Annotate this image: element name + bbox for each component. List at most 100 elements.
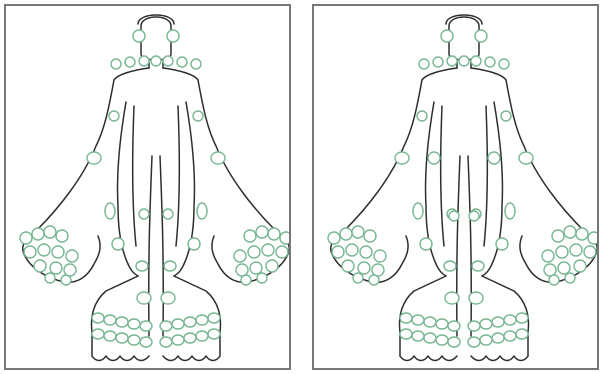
marker-circle <box>241 275 251 285</box>
marker-circle <box>211 152 225 164</box>
marker-circle <box>504 315 516 325</box>
marker-circle <box>499 59 509 69</box>
marker-circle <box>488 152 500 164</box>
marker-circle <box>250 262 262 274</box>
marker-circle <box>544 264 556 276</box>
marker-circle <box>417 111 427 121</box>
marker-circle <box>136 261 148 271</box>
marker-circle <box>475 30 487 42</box>
marker-circle <box>433 57 443 67</box>
marker-circle <box>358 262 370 274</box>
marker-circle <box>177 57 187 67</box>
marker-circle <box>472 261 484 271</box>
marker-circle <box>449 211 459 221</box>
marker-circle <box>112 238 124 250</box>
marker-circle <box>519 152 533 164</box>
marker-circle <box>184 317 196 327</box>
marker-circle <box>588 232 597 244</box>
marker-circle <box>92 313 104 323</box>
marker-circle <box>116 317 128 327</box>
outline-path-15 <box>163 356 220 361</box>
marker-circle <box>400 329 412 339</box>
marker-circle <box>342 260 354 272</box>
outline-path-5 <box>506 80 584 231</box>
marker-circle <box>64 264 76 276</box>
marker-circle <box>400 313 412 323</box>
marker-circle <box>151 56 161 66</box>
marker-circle <box>109 111 119 121</box>
marker-circle <box>445 292 459 304</box>
marker-circle <box>332 246 344 258</box>
outline-path-15 <box>471 356 528 361</box>
marker-circle <box>469 211 479 221</box>
marker-circle <box>372 264 384 276</box>
outline-path-9 <box>149 156 164 336</box>
marker-circle <box>139 56 149 66</box>
marker-circle <box>352 226 364 238</box>
marker-circle <box>248 246 260 258</box>
marker-circle <box>492 317 504 327</box>
marker-circle <box>125 57 135 67</box>
marker-circle <box>328 232 340 244</box>
marker-circle <box>196 315 208 325</box>
outline-path-4 <box>344 80 422 231</box>
marker-circle <box>38 244 50 256</box>
marker-circle <box>504 331 516 341</box>
marker-circle <box>128 335 140 345</box>
marker-circle <box>208 313 220 323</box>
marker-circle <box>468 321 480 331</box>
outline-path-3 <box>114 68 198 80</box>
marker-circle <box>184 333 196 343</box>
marker-circle <box>360 246 372 258</box>
marker-circle <box>188 238 200 250</box>
body-map-right <box>314 6 597 368</box>
body-map-left <box>6 6 289 368</box>
marker-circle <box>448 337 460 347</box>
marker-circle <box>419 59 429 69</box>
marker-circle <box>167 30 179 42</box>
marker-circle <box>111 59 121 69</box>
marker-circle <box>576 228 588 240</box>
marker-circle <box>87 152 101 164</box>
marker-circle <box>256 226 268 238</box>
marker-circle <box>140 337 152 347</box>
marker-circle <box>280 232 289 244</box>
marker-circle <box>197 203 207 219</box>
marker-circle <box>496 238 508 250</box>
marker-circle <box>556 246 568 258</box>
marker-circle <box>428 152 440 164</box>
marker-circle <box>34 260 46 272</box>
marker-circle <box>50 262 62 274</box>
marker-circle <box>413 203 423 219</box>
outline-path-0 <box>449 17 479 60</box>
marker-circle <box>172 319 184 329</box>
marker-circle <box>164 261 176 271</box>
marker-circle <box>448 321 460 331</box>
marker-circle <box>161 292 175 304</box>
marker-circle <box>104 331 116 341</box>
marker-circle <box>140 321 152 331</box>
marker-circle <box>196 331 208 341</box>
marker-circle <box>444 261 456 271</box>
marker-circle <box>61 275 71 285</box>
outline-path-8 <box>441 106 488 246</box>
marker-circle <box>564 226 576 238</box>
marker-circle <box>234 250 246 262</box>
marker-circle <box>66 250 78 262</box>
marker-circle <box>268 228 280 240</box>
marker-circle <box>45 273 55 283</box>
marker-circle <box>340 228 352 240</box>
marker-circle <box>56 230 68 242</box>
marker-circle <box>369 275 379 285</box>
marker-circle <box>276 246 288 258</box>
marker-circle <box>492 333 504 343</box>
marker-circle <box>412 331 424 341</box>
markers-left <box>20 30 289 347</box>
outline-path-8 <box>133 106 180 246</box>
marker-circle <box>346 244 358 256</box>
marker-circle <box>92 329 104 339</box>
body-outline-right <box>331 15 597 361</box>
marker-circle <box>558 262 570 274</box>
marker-circle <box>137 292 151 304</box>
